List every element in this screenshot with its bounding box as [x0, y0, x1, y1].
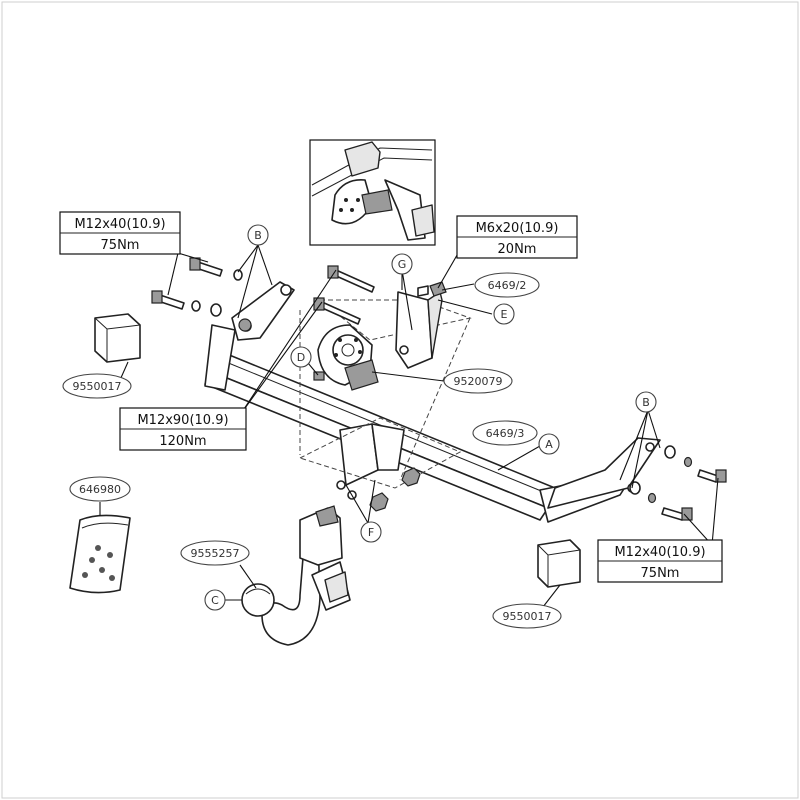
letter-label: F: [368, 526, 374, 539]
torque-label: 20Nm: [498, 242, 537, 257]
letter-label: C: [211, 594, 219, 607]
spec-box-top-left: M12x40(10.9) 75Nm: [59, 211, 181, 255]
letter-marker-g: G: [391, 253, 413, 275]
tow-ball-assembly: [241, 505, 351, 646]
part-number-label: 6469/2: [488, 279, 527, 292]
letter-marker-b-left: B: [247, 224, 269, 246]
assembly-guides: [298, 299, 472, 489]
spec-box-center: M12x90(10.9) 120Nm: [119, 407, 247, 451]
part-number-oval-9520079: 9520079: [443, 368, 513, 394]
wiring-box-left: [94, 313, 141, 363]
bolt-size-label: M12x40(10.9): [74, 217, 165, 232]
torque-label: 75Nm: [641, 566, 680, 581]
letter-marker-a: A: [538, 433, 560, 455]
letter-marker-f: F: [360, 521, 382, 543]
spec-box-bottom-right: M12x40(10.9) 75Nm: [597, 539, 723, 583]
part-number-oval-646980: 646980: [69, 476, 131, 502]
long-bolts: [313, 265, 421, 512]
letter-label: D: [297, 351, 305, 364]
part-number-label: 6469/3: [486, 427, 525, 440]
part-number-label: 9520079: [454, 375, 503, 388]
leader-lines: [99, 244, 719, 617]
bracket-6469-2: [395, 281, 447, 369]
part-number-oval-9555257: 9555257: [180, 540, 250, 566]
letter-marker-c: C: [204, 589, 226, 611]
letter-label: B: [642, 396, 650, 409]
bolts-top-left: [151, 257, 252, 332]
part-number-oval-6469-2: 6469/2: [474, 272, 540, 298]
letter-label: E: [501, 308, 508, 321]
part-number-label: 9550017: [73, 380, 122, 393]
electrical-socket: [313, 324, 379, 391]
letter-marker-d: D: [290, 346, 312, 368]
hardware-bag: [69, 514, 131, 594]
spec-box-top-right: M6x20(10.9) 20Nm: [456, 215, 578, 259]
part-number-oval-6469-3: 6469/3: [472, 420, 538, 446]
wiring-box-right: [537, 539, 581, 588]
part-number-oval-9550017-left: 9550017: [62, 373, 132, 399]
part-number-oval-9550017-right: 9550017: [492, 603, 562, 629]
part-number-label: 9550017: [503, 610, 552, 623]
torque-label: 120Nm: [159, 434, 206, 449]
bolt-size-label: M12x90(10.9): [137, 413, 228, 428]
letter-label: A: [545, 438, 553, 451]
letter-marker-e: E: [493, 303, 515, 325]
bolts-right: [629, 445, 727, 521]
letter-label: B: [254, 229, 262, 242]
letter-label: G: [398, 258, 407, 271]
letter-marker-b-right: B: [635, 391, 657, 413]
bolt-size-label: M6x20(10.9): [476, 221, 559, 236]
bolt-size-label: M12x40(10.9): [614, 545, 705, 560]
part-number-label: 9555257: [191, 547, 240, 560]
part-number-label: 646980: [79, 483, 121, 496]
inset-detail: [309, 139, 436, 246]
crossbar-6469-3: [204, 281, 661, 523]
torque-label: 75Nm: [101, 238, 140, 253]
